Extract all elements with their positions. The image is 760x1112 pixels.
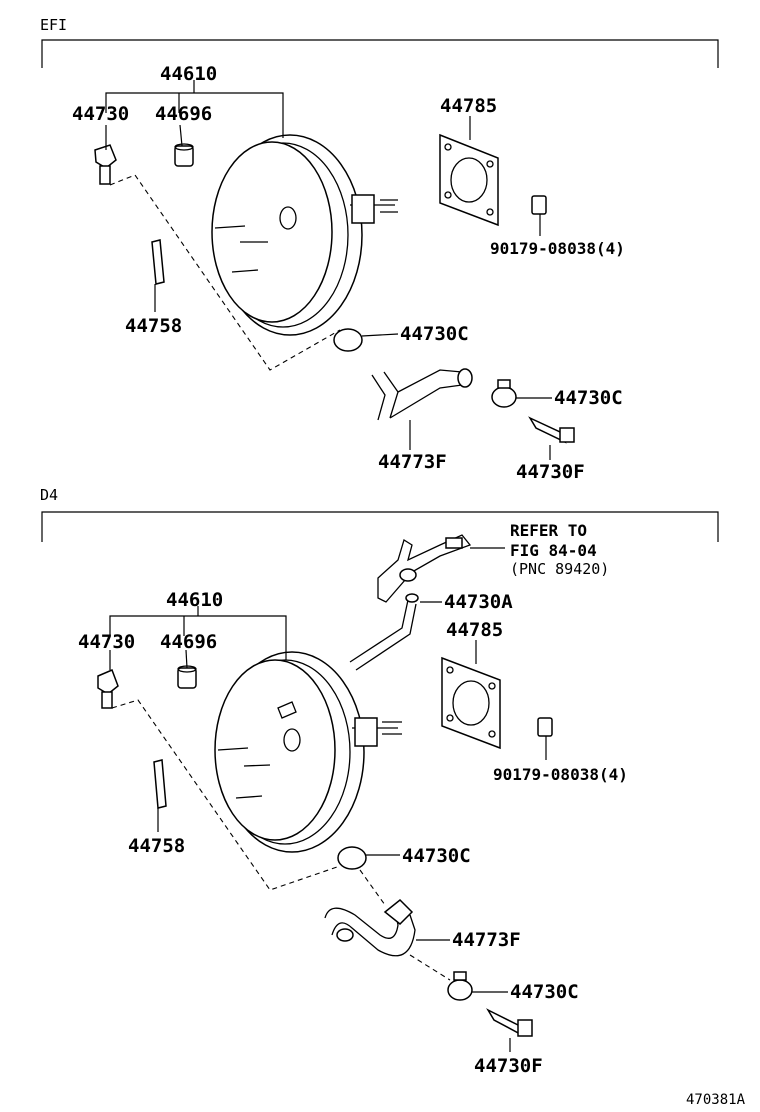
gasket-efi	[439, 133, 499, 227]
leader-booster-d4	[109, 606, 287, 660]
label-gasket-d4: 44785	[446, 619, 503, 641]
label-hose-efi: 44773F	[378, 451, 447, 473]
section-title-efi: EFI	[40, 16, 67, 34]
label-grommet-d4: 44696	[160, 631, 217, 653]
label-nut-d4: 90179-08038(4)	[493, 765, 628, 784]
brake-booster-d4	[214, 651, 402, 853]
label-clamp-lower-d4: 44730C	[510, 981, 579, 1003]
refer-part-d4	[377, 534, 472, 603]
label-check-valve-efi: 44730	[72, 103, 129, 125]
dashed-hose-path-d4	[111, 699, 341, 891]
leader-booster-efi	[105, 80, 284, 138]
label-bracket-d4: 44758	[128, 835, 185, 857]
nut-d4	[537, 717, 553, 737]
vacuum-hose-efi	[371, 368, 473, 421]
label-refer-line3-d4: (PNC 89420)	[510, 560, 609, 578]
label-hose-d4: 44773F	[452, 929, 521, 951]
grommet-efi	[174, 143, 194, 167]
figure-id: 470381A	[686, 1092, 746, 1108]
section-d4: D4	[40, 486, 719, 1077]
section-efi: EFI	[40, 16, 719, 483]
leader-grommet-efi	[179, 124, 183, 147]
nut-efi	[531, 195, 547, 215]
section-bracket-d4	[41, 511, 719, 542]
check-valve-d4	[97, 669, 119, 709]
label-booster-efi: 44610	[160, 63, 217, 85]
clamp-lower-d4	[447, 971, 473, 1001]
label-tube-d4: 44730A	[444, 591, 513, 613]
section-title-d4: D4	[40, 486, 58, 504]
label-refer-line1-d4: REFER TO	[510, 521, 587, 540]
dashed-hose-path-efi	[109, 174, 341, 371]
vacuum-tube-d4	[349, 593, 419, 671]
label-union-d4: 44730F	[474, 1055, 543, 1077]
clamp-upper-d4	[337, 846, 367, 870]
grommet-d4	[177, 665, 197, 689]
label-check-valve-d4: 44730	[78, 631, 135, 653]
label-clamp-upper-efi: 44730C	[400, 323, 469, 345]
label-grommet-efi: 44696	[155, 103, 212, 125]
check-valve-efi	[94, 144, 117, 185]
union-fitting-d4	[486, 1008, 533, 1037]
section-bracket-efi	[41, 39, 719, 68]
vacuum-hose-d4	[324, 898, 416, 957]
label-clamp-upper-d4: 44730C	[402, 845, 471, 867]
bracket-efi	[151, 239, 165, 285]
label-booster-d4: 44610	[166, 589, 223, 611]
label-clamp-lower-efi: 44730C	[554, 387, 623, 409]
leader-clamp-upper-efi	[361, 333, 399, 337]
union-fitting-efi	[528, 416, 575, 444]
clamp-lower-efi	[491, 379, 517, 408]
label-union-efi: 44730F	[516, 461, 585, 483]
brake-booster-efi	[211, 134, 398, 336]
label-gasket-efi: 44785	[440, 95, 497, 117]
leader-grommet-d4	[185, 649, 188, 669]
clamp-upper-efi	[333, 328, 363, 352]
label-nut-efi: 90179-08038(4)	[490, 239, 625, 258]
label-refer-line2-d4: FIG 84-04	[510, 541, 597, 560]
label-bracket-efi: 44758	[125, 315, 182, 337]
bracket-d4	[153, 759, 167, 809]
dashed-hose-path-d4-lower	[359, 869, 451, 981]
gasket-d4	[441, 656, 501, 750]
